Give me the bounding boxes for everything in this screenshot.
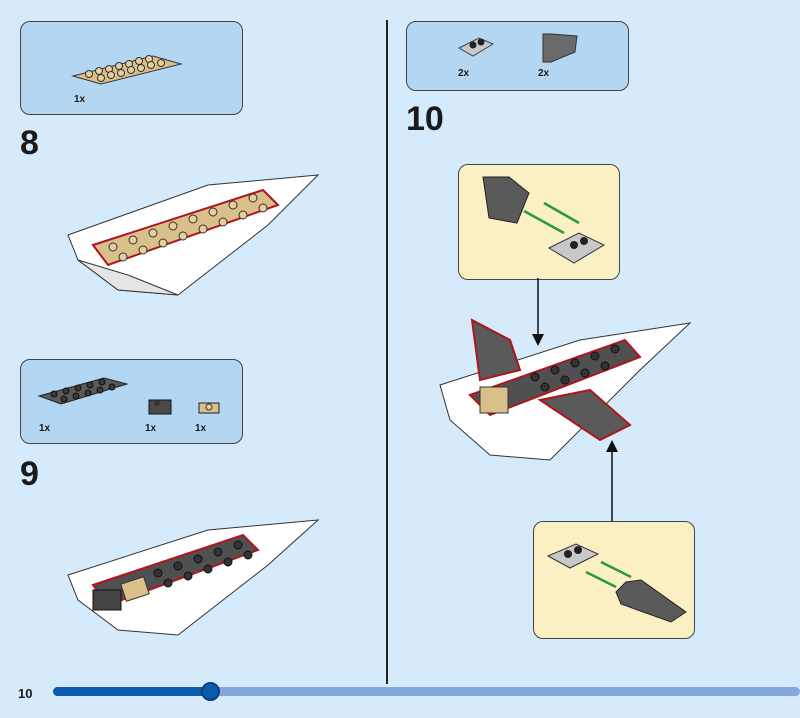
step-8-model	[67, 174, 320, 296]
part-qty: 2x	[538, 68, 550, 79]
wing-flag-part	[542, 33, 578, 63]
callout-top	[458, 164, 620, 280]
part-qty: 2x	[458, 68, 470, 79]
progress-knob	[200, 682, 220, 701]
clip-plate-part	[148, 399, 172, 415]
part-qty: 1x	[145, 423, 157, 434]
step-number: 10	[406, 100, 444, 138]
part-qty: 1x	[39, 423, 51, 434]
parts-box-step-8: 1x	[20, 21, 243, 115]
tan-plate-part	[71, 55, 183, 85]
arrow-up-icon	[606, 440, 618, 522]
part-qty: 1x	[195, 423, 207, 434]
callout-bottom-assembly	[546, 543, 687, 623]
parts-box-step-10: 2x 2x	[406, 21, 629, 91]
part-qty: 1x	[74, 94, 86, 105]
step-9-model	[67, 519, 320, 636]
arrow-down-icon	[532, 278, 544, 346]
dark-grey-plate-part	[37, 377, 129, 405]
column-divider	[386, 20, 388, 684]
progress-bar	[53, 682, 800, 701]
callout-bottom	[533, 521, 695, 639]
step-number: 8	[20, 124, 39, 162]
callout-top-assembly	[482, 176, 606, 264]
handle-plate-part	[457, 37, 495, 57]
step-number: 9	[20, 455, 39, 493]
tan-small-plate-part	[198, 402, 220, 414]
page-number: 10	[18, 686, 33, 701]
parts-box-step-9: 1x 1x 1x	[20, 359, 243, 444]
step-10-model	[439, 318, 692, 461]
progress-fill	[53, 687, 210, 696]
